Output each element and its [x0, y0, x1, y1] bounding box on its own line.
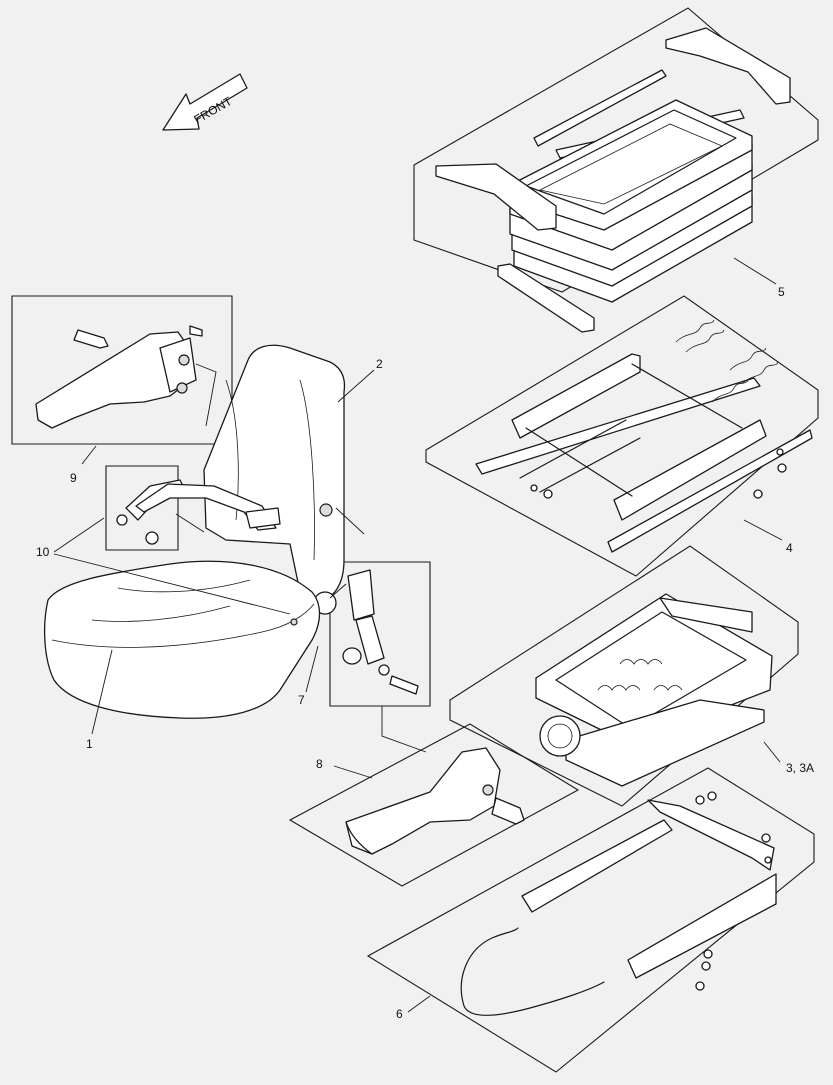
callout-3: 3, 3A: [786, 761, 814, 775]
seat-assembly: [43, 344, 346, 719]
callout-labels: 1 2 3, 3A 4 5 6 7 8 9 10: [36, 285, 814, 1021]
leader-lines: [53, 257, 783, 1013]
part-9-armrest-inset: [11, 295, 233, 445]
callout-10: 10: [36, 545, 50, 559]
callout-2: 2: [376, 357, 383, 371]
front-arrow: FRONT: [162, 73, 248, 131]
part-6-slide-rails: [366, 767, 815, 1073]
callout-6: 6: [396, 1007, 403, 1021]
part-5-bellows-assembly: [413, 7, 819, 333]
part-8-armrest: [288, 723, 580, 887]
callout-4: 4: [786, 541, 793, 555]
callout-9: 9: [70, 471, 77, 485]
part-7-seatbelt-buckle: [329, 561, 431, 707]
part-4-rail-mechanism: [425, 295, 819, 577]
callout-8: 8: [316, 757, 323, 771]
callout-7: 7: [298, 693, 305, 707]
part-3-suspension-unit: [449, 545, 799, 807]
callout-5: 5: [778, 285, 785, 299]
callout-1: 1: [86, 737, 93, 751]
